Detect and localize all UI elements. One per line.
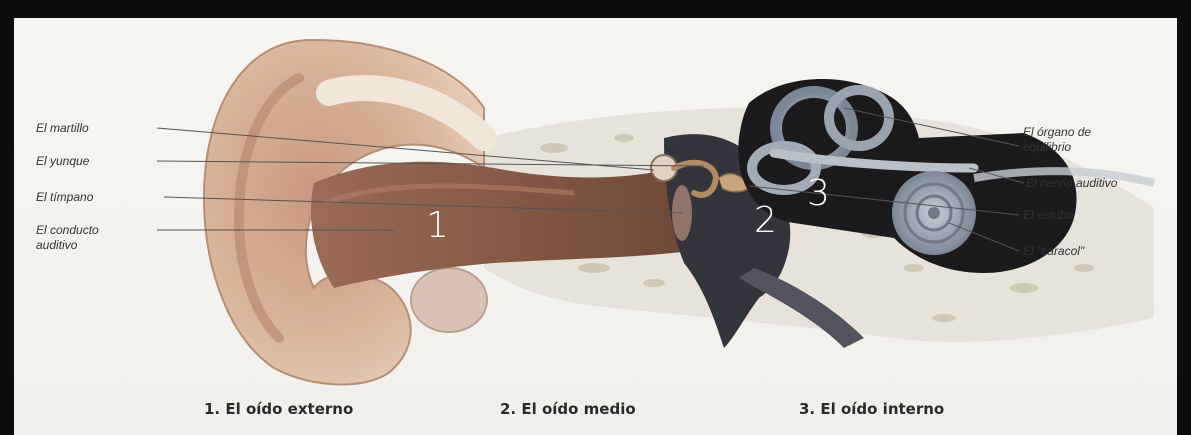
region-number-outer: 1 [426,205,449,246]
label-organo-equilibrio: El órgano de equilibrio [1023,125,1091,155]
caption-middle-ear: 2. El oído medio [500,400,636,418]
ear-illustration [14,18,1177,435]
label-nervio-auditivo: El nervio auditivo [1026,176,1117,191]
label-yunque: El yunque [36,154,89,169]
caption-inner-ear: 3. El oído interno [799,400,944,418]
label-martillo: El martillo [36,121,89,136]
label-timpano: El tímpano [36,190,93,205]
label-caracol: El "caracol" [1023,244,1084,259]
caption-outer-ear: 1. El oído externo [204,400,353,418]
label-conducto: El conducto auditivo [36,223,99,253]
diagram-panel: El martillo El yunque El tímpano El cond… [14,18,1177,435]
label-estribo: El estribo [1023,208,1073,223]
region-number-inner: 3 [807,173,830,214]
region-number-middle: 2 [754,200,777,241]
